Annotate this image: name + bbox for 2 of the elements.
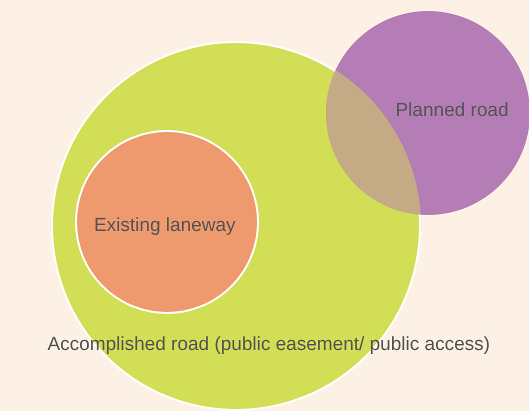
circle-label: Existing laneway [94,215,236,237]
circle-label: Planned road [396,100,509,122]
